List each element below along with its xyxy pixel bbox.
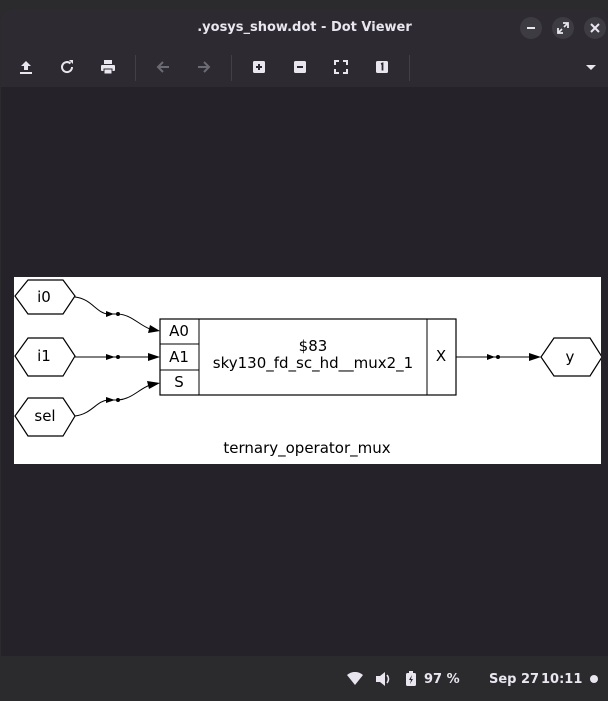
port-a0: A0 bbox=[169, 322, 189, 340]
close-button[interactable] bbox=[584, 17, 606, 39]
dot-viewer-window: .yosys_show.dot - Dot Viewer bbox=[1, 9, 608, 656]
forward-button[interactable] bbox=[191, 55, 217, 79]
title-bar[interactable]: .yosys_show.dot - Dot Viewer bbox=[1, 9, 608, 47]
zoom-fit-button[interactable] bbox=[328, 55, 354, 79]
zoom-out-icon bbox=[294, 61, 306, 73]
input-label-i1: i1 bbox=[37, 347, 51, 365]
input-label-sel: sel bbox=[34, 407, 55, 425]
export-button[interactable] bbox=[13, 55, 39, 79]
netlist-graph: i0 i1 sel bbox=[14, 279, 603, 458]
edge-i0-a0 bbox=[117, 313, 151, 330]
module-label: ternary_operator_mux bbox=[223, 439, 390, 458]
system-status-bar: 97 % Sep 27 10:11 bbox=[0, 656, 608, 701]
refresh-button[interactable] bbox=[54, 55, 80, 79]
cell-type: sky130_fd_sc_hd__mux2_1 bbox=[213, 354, 413, 373]
minimize-icon bbox=[527, 27, 535, 29]
toolbar bbox=[1, 47, 608, 87]
arrowhead bbox=[487, 354, 495, 360]
port-a1: A1 bbox=[169, 348, 189, 366]
edge-i0 bbox=[74, 296, 118, 315]
notification-dot-icon[interactable] bbox=[590, 675, 598, 683]
zoom-100-icon bbox=[376, 61, 388, 73]
edge-sel-s bbox=[117, 384, 151, 401]
cell-id: $83 bbox=[299, 337, 328, 355]
zoom-in-icon bbox=[253, 61, 265, 73]
minimize-button[interactable] bbox=[520, 17, 542, 39]
output-node-y[interactable] bbox=[540, 337, 603, 377]
clock-label[interactable]: 10:11 bbox=[541, 672, 583, 687]
arrowhead bbox=[106, 354, 115, 360]
zoom-out-button[interactable] bbox=[287, 55, 313, 79]
zoom-100-button[interactable] bbox=[369, 55, 395, 79]
toolbar-separator bbox=[135, 55, 136, 81]
port-s: S bbox=[174, 373, 184, 391]
input-node-sel[interactable] bbox=[14, 397, 76, 437]
forward-icon bbox=[198, 61, 211, 73]
print-button[interactable] bbox=[95, 55, 121, 79]
mux-cell[interactable] bbox=[159, 318, 457, 396]
arrowhead bbox=[148, 353, 160, 361]
input-node-i1[interactable] bbox=[14, 337, 76, 377]
graph-canvas[interactable]: i0 i1 sel bbox=[14, 277, 603, 464]
menu-dropdown-button[interactable] bbox=[578, 55, 604, 79]
menu-dropdown-icon bbox=[586, 65, 596, 70]
battery-icon[interactable] bbox=[405, 671, 417, 687]
zoom-fit-icon bbox=[334, 60, 348, 74]
zoom-in-button[interactable] bbox=[246, 55, 272, 79]
arrowhead bbox=[148, 325, 160, 333]
arrowhead bbox=[106, 397, 115, 403]
refresh-icon bbox=[61, 60, 74, 74]
port-x: X bbox=[436, 347, 446, 365]
volume-icon[interactable] bbox=[375, 671, 393, 687]
back-button[interactable] bbox=[150, 55, 176, 79]
toolbar-separator bbox=[231, 55, 232, 81]
input-label-i0: i0 bbox=[37, 288, 51, 306]
arrowhead bbox=[529, 353, 541, 361]
arrowhead bbox=[147, 381, 160, 389]
date-label[interactable]: Sep 27 bbox=[489, 672, 540, 687]
toolbar-separator bbox=[409, 55, 410, 81]
close-icon bbox=[590, 23, 600, 33]
maximize-icon bbox=[557, 22, 569, 34]
print-icon bbox=[101, 60, 115, 75]
arrowhead bbox=[106, 311, 114, 317]
edge-sel bbox=[74, 399, 118, 417]
battery-percent: 97 % bbox=[424, 672, 460, 687]
window-title: .yosys_show.dot - Dot Viewer bbox=[197, 20, 412, 35]
maximize-button[interactable] bbox=[552, 17, 574, 39]
back-icon bbox=[156, 61, 169, 73]
export-icon bbox=[20, 61, 32, 74]
wifi-icon[interactable] bbox=[347, 672, 363, 686]
output-label-y: y bbox=[566, 348, 575, 366]
input-node-i0[interactable] bbox=[14, 279, 76, 315]
